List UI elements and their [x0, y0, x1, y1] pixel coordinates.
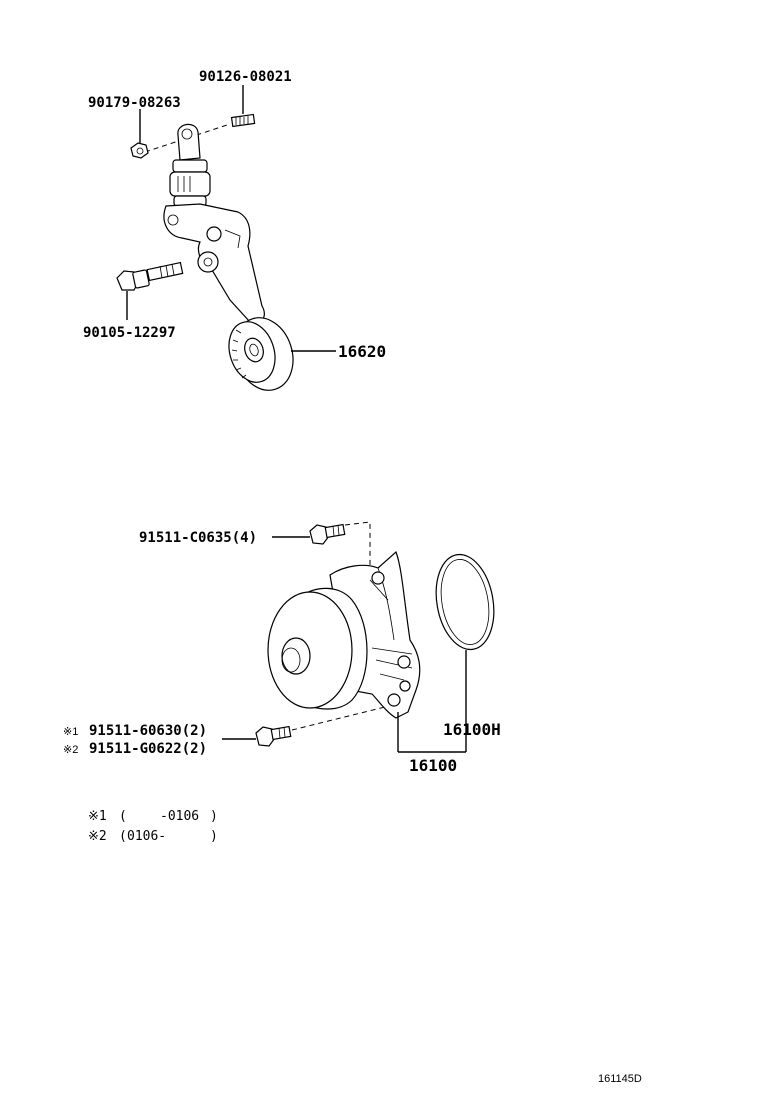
tensioner-pulley-drawing[interactable] — [221, 310, 336, 398]
nut-drawing[interactable] — [130, 109, 149, 159]
diagram-code: 161145D — [598, 1073, 642, 1085]
note-2-close: ) — [210, 829, 218, 844]
note-2: ※2 ( 0106- ) — [88, 829, 218, 844]
water-pump-group: 91511-C0635(4) ※1 91511-60630(2) ※2 9151… — [63, 521, 501, 775]
tensioner-damper-drawing[interactable] — [169, 123, 211, 207]
pump-top-bolt-drawing[interactable] — [272, 523, 346, 545]
note-1-marker: ※1 — [88, 809, 107, 824]
label-stud[interactable]: 90126-08021 — [199, 69, 292, 85]
tensioner-bolt-drawing[interactable] — [116, 261, 184, 320]
gasket-drawing[interactable] — [429, 550, 501, 752]
label-pump-top-bolt[interactable]: 91511-C0635(4) — [139, 530, 257, 546]
label-tensioner-assembly[interactable]: 16620 — [338, 342, 386, 361]
note-1: ※1 ( -0106 ) — [88, 809, 218, 824]
marker-2: ※2 — [63, 744, 78, 756]
water-pump-drawing[interactable] — [267, 550, 466, 753]
stud-alignment-line — [144, 123, 231, 153]
label-water-pump[interactable]: 16100 — [409, 756, 457, 775]
note-2-from: 0106- — [127, 829, 166, 844]
note-1-close: ) — [210, 809, 218, 824]
note-2-marker: ※2 — [88, 829, 107, 844]
note-1-open: ( — [119, 809, 127, 824]
label-gasket[interactable]: 16100H — [443, 720, 501, 739]
tensioner-bracket-drawing[interactable] — [163, 203, 265, 324]
label-nut[interactable]: 90179-08263 — [88, 95, 181, 111]
applicability-notes: ※1 ( -0106 ) ※2 ( 0106- ) — [88, 809, 218, 844]
tensioner-group: 90179-08263 90126-08021 90105-12297 1662… — [83, 69, 386, 398]
marker-1: ※1 — [63, 726, 78, 738]
label-pump-bolt-b[interactable]: 91511-G0622(2) — [89, 741, 207, 757]
pump-lower-bolt-drawing[interactable] — [222, 725, 292, 747]
label-pump-bolt-a[interactable]: 91511-60630(2) — [89, 723, 207, 739]
note-2-open: ( — [119, 829, 127, 844]
pump-lower-bolt-alignment — [291, 706, 386, 731]
note-1-to: -0106 — [160, 809, 199, 824]
label-tensioner-bolt[interactable]: 90105-12297 — [83, 325, 176, 341]
stud-drawing[interactable] — [230, 85, 256, 128]
